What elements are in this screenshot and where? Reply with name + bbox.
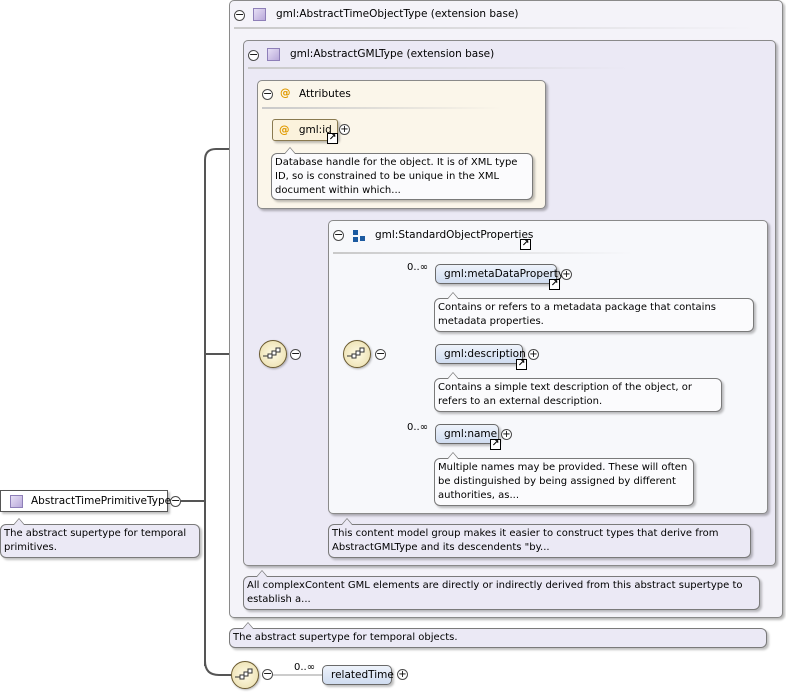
- inner-extension-title: gml:AbstractGMLType (extension base): [290, 48, 495, 60]
- expand-element-icon[interactable]: +: [501, 429, 512, 440]
- element-doc: Multiple names may be provided. These wi…: [434, 452, 694, 506]
- expand-element-icon[interactable]: +: [561, 269, 572, 280]
- sequence-compositor-icon[interactable]: [231, 661, 259, 689]
- element-relatedtime[interactable]: relatedTime: [322, 665, 394, 685]
- element-doc: Contains a simple text description of th…: [434, 372, 722, 412]
- complex-type-icon: [10, 495, 23, 508]
- attribute-doc: Database handle for the object. It is of…: [271, 147, 533, 200]
- outer-extension-doc: The abstract supertype for temporal obje…: [229, 622, 767, 648]
- sequence-compositor-icon[interactable]: [343, 340, 371, 368]
- expand-element-icon[interactable]: +: [528, 349, 539, 360]
- at-sign-icon: @: [279, 124, 290, 136]
- occurrence-label: 0..∞: [294, 662, 316, 673]
- collapse-outer-icon[interactable]: −: [234, 8, 245, 21]
- root-doc: The abstract supertype for temporal prim…: [0, 518, 200, 558]
- arrow-link-icon[interactable]: ↗: [327, 133, 338, 144]
- sequence-compositor-icon[interactable]: [259, 340, 287, 368]
- model-group-icon: [353, 230, 365, 242]
- collapse-sequence-icon[interactable]: −: [375, 347, 386, 360]
- arrow-link-icon[interactable]: ↗: [516, 359, 527, 370]
- element-name[interactable]: gml:name: [435, 424, 499, 444]
- complex-type-icon: [267, 48, 280, 61]
- collapse-sequence-icon[interactable]: −: [290, 347, 301, 360]
- arrow-link-icon[interactable]: ↗: [520, 239, 531, 250]
- occurrence-label: 0..∞: [407, 422, 429, 433]
- attribute-name: gml:id: [298, 124, 332, 136]
- attributes-title: Attributes: [299, 88, 351, 100]
- group-title: gml:StandardObjectProperties: [375, 229, 534, 241]
- element-description[interactable]: gml:description: [435, 344, 526, 364]
- element-doc: Contains or refers to a metadata package…: [434, 292, 754, 332]
- expand-element-icon[interactable]: +: [397, 669, 408, 680]
- arrow-link-icon[interactable]: ↗: [549, 279, 560, 290]
- root-type[interactable]: AbstractTimePrimitiveType: [0, 490, 171, 512]
- collapse-sequence-icon[interactable]: −: [262, 667, 273, 680]
- attribute-gml-id[interactable]: @ gml:id: [272, 119, 338, 141]
- collapse-inner-icon[interactable]: −: [248, 48, 259, 61]
- element-metadataproperty[interactable]: gml:metaDataProperty: [435, 264, 564, 284]
- expand-attribute-icon[interactable]: +: [339, 124, 350, 135]
- inner-extension-doc: All complexContent GML elements are dire…: [243, 570, 760, 610]
- at-sign-icon: @: [280, 87, 291, 99]
- collapse-root-icon[interactable]: −: [170, 494, 181, 507]
- outer-extension-title: gml:AbstractTimeObjectType (extension ba…: [276, 8, 519, 20]
- collapse-group-icon[interactable]: −: [333, 228, 344, 241]
- group-doc: This content model group makes it easier…: [328, 518, 751, 558]
- complex-type-icon: [253, 8, 266, 21]
- collapse-attributes-icon[interactable]: −: [262, 87, 273, 100]
- occurrence-label: 0..∞: [407, 262, 429, 273]
- arrow-link-icon[interactable]: ↗: [490, 439, 501, 450]
